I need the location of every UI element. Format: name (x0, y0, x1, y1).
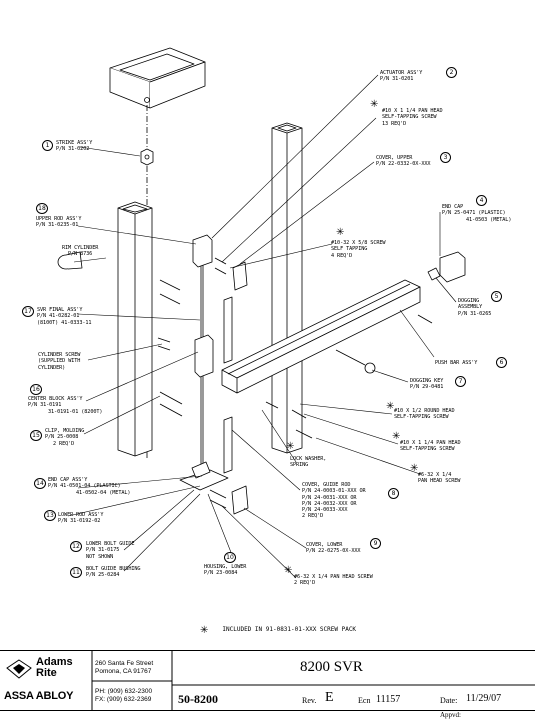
callout-screw-pan-1-1-4: #10 X 1 1/4 PAN HEAD SELF-TAPPING SCREW (400, 440, 461, 453)
callout-end-cap-bottom: END CAP ASS'Y P/N 41-0501-04 (PLASTIC) 4… (48, 477, 131, 496)
callout-actuator: ACTUATOR ASS'Y P/N 31-0201 (380, 70, 423, 83)
callout-number-strike: 1 (42, 140, 53, 151)
screw-pack-asterisk-icon: ✳ (284, 565, 293, 576)
callout-cover-lower: COVER, LOWER P/N 22-0275-0X-XXX (306, 542, 361, 555)
callout-number-end-cap-bottom: 14 (34, 478, 46, 489)
callout-number-upper-rod: 18 (36, 203, 48, 214)
screw-pack-asterisk-icon: ✳ (200, 625, 209, 636)
callout-screw-6-32-a: #6-32 X 1/4 PAN HEAD SCREW (418, 472, 461, 485)
callout-number-bushing: 11 (70, 567, 82, 578)
callout-end-cap-top: END CAP P/N 25-0471 (PLASTIC) 41-0503 (M… (442, 204, 512, 223)
callout-cylinder-screw: CYLINDER SCREW (SUPPLIED WITH CYLINDER) (38, 352, 81, 371)
approved-label: Appvd: (440, 711, 461, 719)
strike-drawing (140, 148, 154, 166)
phone: PH: (909) 632-2300 (95, 688, 153, 695)
date-value: 11/29/07 (466, 693, 502, 704)
address-line1: 260 Santa Fe Street (95, 660, 154, 667)
callout-strike: STRIKE ASS'Y P/N 31-0202 (56, 140, 93, 153)
title-block: Adams Rite ASSA ABLOY 260 Santa Fe Stree… (0, 650, 535, 711)
callout-number-cover-guide: 8 (388, 488, 399, 499)
screw-pack-asterisk-icon: ✳ (336, 227, 345, 238)
drawing-title: 8200 SVR (300, 659, 363, 675)
callout-dogging-key: DOGGING KEY P/N 29-0481 (410, 378, 444, 391)
brand-name: Adams Rite (36, 656, 73, 679)
adams-rite-logo: Adams Rite (6, 657, 88, 685)
screw-pack-footnote: ✳INCLUDED IN 91-0831-01-XXX SCREW PACK (200, 625, 357, 636)
callout-number-housing: 10 (224, 552, 236, 563)
right-stile-drawing (271, 122, 303, 454)
date-label: Date: (440, 696, 458, 705)
callout-svr-final: SVR FINAL ASS'Y P/N 41-0282-01 (8100T) 4… (37, 307, 92, 326)
screws-drawing (157, 257, 433, 509)
screw-pack-asterisk-icon: ✳ (370, 99, 379, 110)
ecn-value: 11157 (376, 694, 401, 705)
callout-number-lower-rod: 13 (44, 510, 56, 521)
rev-label: Rev. (302, 696, 317, 705)
callout-upper-rod: UPPER ROD ASS'Y P/N 31-0235-01 (36, 216, 82, 229)
callout-cover-upper: COVER, UPPER P/N 22-0332-0X-XXX (376, 155, 431, 168)
fax: FX: (909) 632-2369 (95, 696, 152, 703)
callout-number-dogging-key: 7 (455, 376, 466, 387)
callout-lower-bolt: LOWER BOLT GUIDE P/N 31-0175 NOT SHOWN (86, 541, 135, 560)
ecn-label: Ecn (358, 696, 371, 705)
callout-rim-cylinder: RIM CYLINDER P/N 8736 (62, 245, 99, 258)
screw-pack-asterisk-icon: ✳ (386, 401, 395, 412)
callout-number-center-block: 16 (30, 384, 42, 395)
callout-number-end-cap-top: 4 (476, 195, 487, 206)
leader-lines (67, 74, 457, 579)
title-block-grid (0, 651, 535, 711)
callout-push-bar: PUSH BAR ASS'Y (435, 360, 478, 366)
callout-number-cover-upper: 3 (440, 152, 451, 163)
rev-value: E (325, 690, 334, 705)
callout-number-svr-final: 17 (22, 306, 34, 317)
callout-lock-washer: LOCK WASHER, SPRING (290, 456, 327, 469)
drawing-number: 50-8200 (178, 692, 218, 706)
callout-housing: HOUSING, LOWER P/N 23-0084 (204, 564, 247, 577)
callout-center-block: CENTER BLOCK ASS'Y P/N 31-0191 31-0191-0… (28, 396, 103, 415)
callout-number-push-bar: 6 (496, 357, 507, 368)
callout-bushing: BOLT GUIDE BUSHING P/N 25-0284 (86, 566, 141, 579)
address-line2: Pomona, CA 91767 (95, 668, 152, 675)
callout-number-cover-lower: 9 (370, 538, 381, 549)
callout-number-dogging: 5 (491, 291, 502, 302)
callout-number-clip: 15 (30, 430, 42, 441)
callout-number-lower-bolt: 12 (70, 541, 82, 552)
callout-dogging: DOGGING ASSEMBLY P/N 31-0265 (458, 298, 492, 317)
callout-screw-round: #10 X 1/2 ROUND HEAD SELF-TAPPING SCREW (394, 408, 455, 421)
callout-clip: CLIP, MOLDING P/N 25-0008 2 REQ'D (45, 428, 85, 447)
left-stile-drawing (117, 201, 153, 457)
callout-screw-6-32-b: #6-32 X 1/4 PAN HEAD SCREW 2 REQ'D (294, 574, 373, 587)
adams-rite-logo-icon (6, 659, 32, 679)
callout-screw-10-32: #10-32 X 5/8 SCREW SELF TAPPING 4 REQ'D (331, 240, 386, 259)
callout-cover-guide: COVER, GUIDE ROD P/N 24-0003-01-XXX OR P… (302, 482, 366, 520)
parent-brand: ASSA ABLOY (4, 690, 74, 702)
callout-screw-13: #10 X 1 1/4 PAN HEAD SELF-TAPPING SCREW … (382, 108, 443, 127)
callout-lower-rod: LOWER ROD ASS'Y P/N 31-0192-02 (58, 512, 104, 525)
screw-pack-asterisk-icon: ✳ (410, 463, 419, 474)
screw-pack-asterisk-icon: ✳ (286, 441, 295, 452)
frame-header-drawing (109, 47, 206, 109)
callout-number-actuator: 2 (446, 67, 457, 78)
screw-pack-asterisk-icon: ✳ (392, 431, 401, 442)
push-bar-drawing (221, 279, 421, 394)
